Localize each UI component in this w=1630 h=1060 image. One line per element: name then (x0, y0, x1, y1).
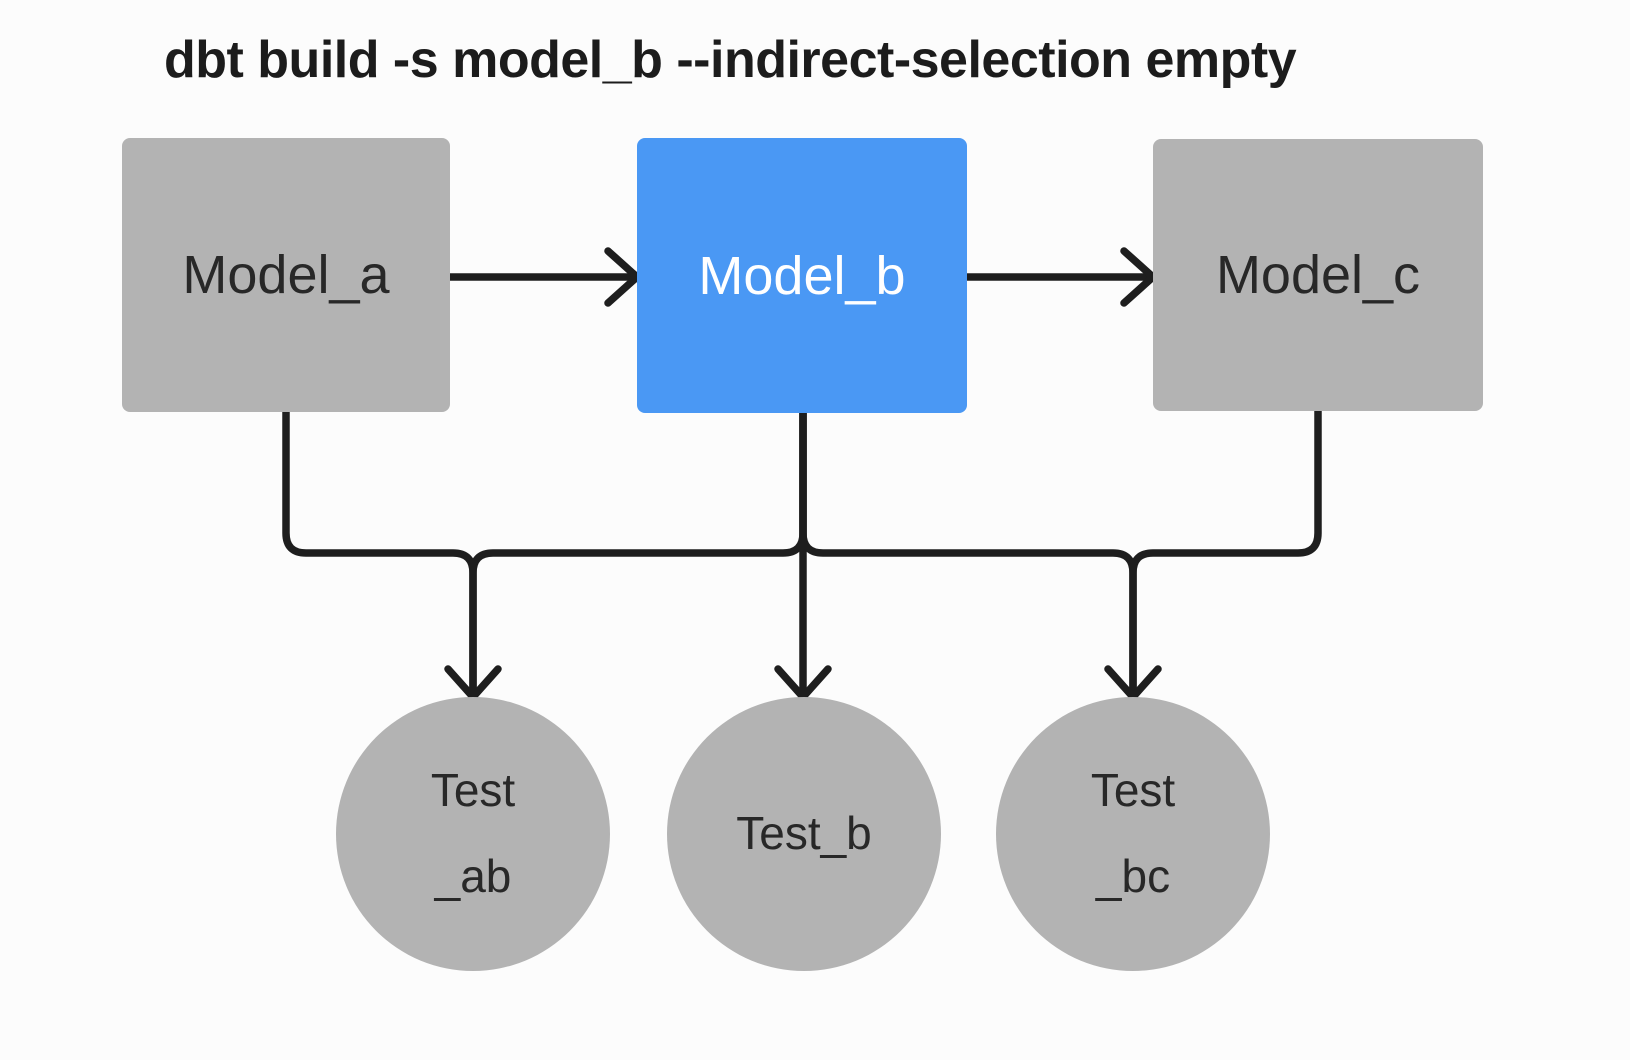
node-label-line: _bc (1095, 850, 1171, 902)
node-label-line: Test (1090, 764, 1176, 817)
diagram-title: dbt build -s model_b --indirect-selectio… (164, 31, 1297, 89)
edge-model-a-to-test-ab (282, 408, 477, 696)
node-test-ab: Test _ab (336, 697, 610, 971)
node-test-bc: Test _bc (996, 697, 1270, 971)
node-label-line: Test (430, 764, 516, 817)
node-model-c: Model_c (1153, 139, 1483, 411)
edge-model-b-to-test-bc (799, 409, 1137, 696)
node-model-b-selected: Model_b (637, 138, 967, 413)
node-label: Model_a (182, 245, 390, 305)
node-label-line: Test_b (736, 807, 872, 860)
node-test-b: Test_b (667, 697, 941, 971)
node-label-line: _ab (434, 850, 512, 902)
node-model-a: Model_a (122, 138, 450, 412)
node-label: Model_c (1215, 245, 1421, 305)
edge-model-c-to-test-bc (1129, 407, 1322, 696)
edge-model-b-to-test-ab (469, 409, 807, 696)
node-label: Model_b (698, 245, 906, 306)
